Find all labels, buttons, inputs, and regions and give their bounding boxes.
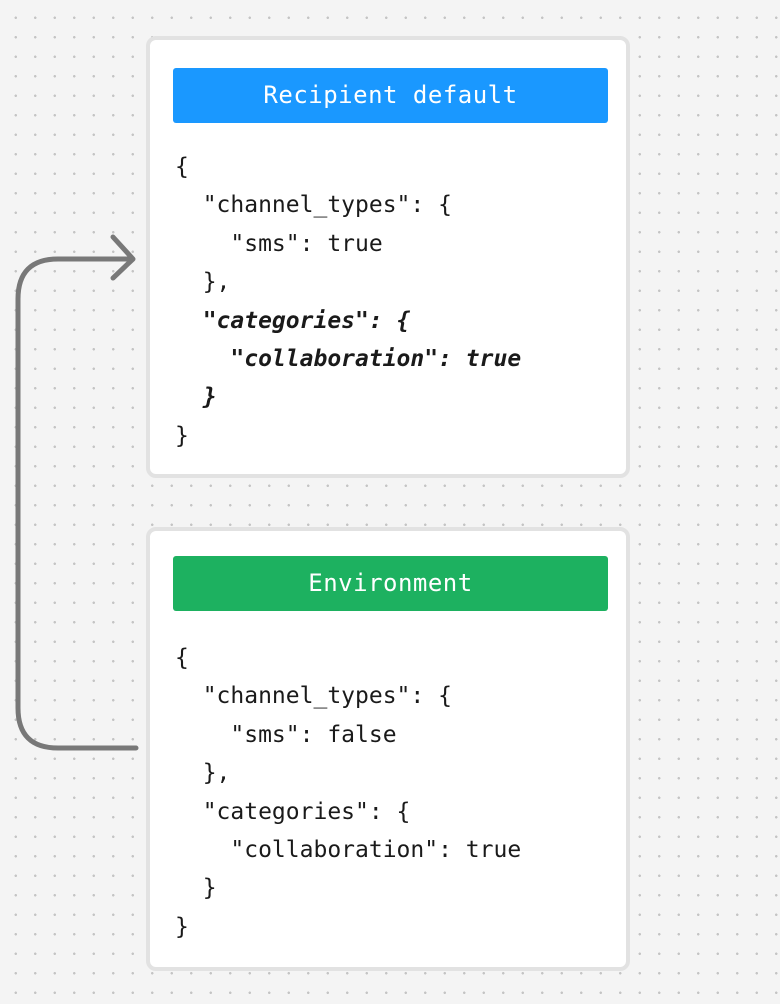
code-line-emphasized: "collaboration": true: [175, 345, 522, 372]
code-line: "categories": {: [175, 798, 411, 825]
code-line: }: [175, 875, 217, 902]
code-line: "sms": true: [175, 230, 383, 257]
code-line: {: [175, 154, 189, 180]
arrow-line: [15, 256, 139, 751]
code-line: "collaboration": true: [175, 836, 522, 863]
recipient-default-label: Recipient default: [173, 68, 608, 123]
code-line: "channel_types": {: [175, 683, 452, 710]
code-line: }: [175, 422, 189, 449]
environment-code-block: { "channel_types": { "sms": false }, "ca…: [175, 639, 521, 946]
code-line-emphasized: }: [175, 384, 217, 411]
recipient-code-block: { "channel_types": { "sms": true }, "cat…: [175, 148, 521, 455]
code-line: },: [175, 760, 231, 787]
recipient-default-card: Recipient default { "channel_types": { "…: [146, 36, 630, 478]
environment-card: Environment { "channel_types": { "sms": …: [146, 527, 630, 971]
code-line: "channel_types": {: [175, 192, 452, 219]
code-line: }: [175, 913, 189, 940]
code-line: },: [175, 269, 231, 296]
code-line-emphasized: "categories": {: [175, 307, 411, 334]
code-line: "sms": false: [175, 721, 397, 748]
environment-label: Environment: [173, 556, 608, 611]
arrow-head: [110, 234, 136, 281]
code-line: {: [175, 645, 189, 671]
